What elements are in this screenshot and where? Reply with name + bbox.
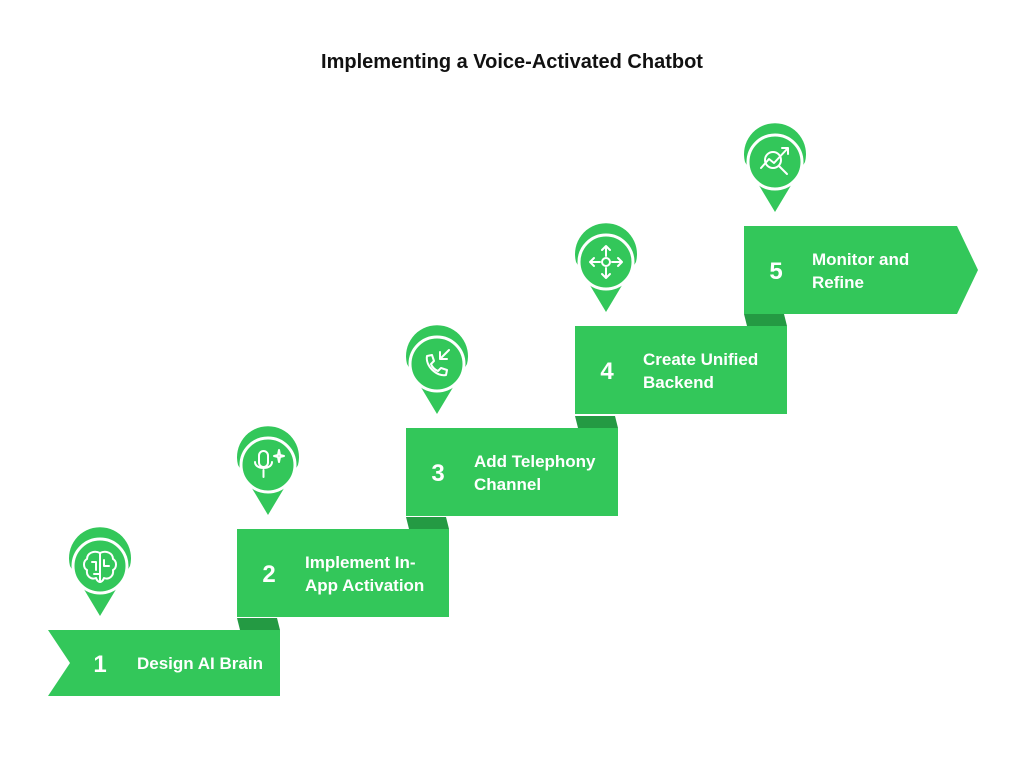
step-1-label-line-1: Design AI Brain (137, 654, 263, 673)
step-5-number: 5 (769, 258, 782, 285)
step-1: 1 Design AI Brain (48, 527, 280, 696)
step-1-fold (237, 618, 280, 630)
brain-circuit-icon (83, 550, 117, 583)
step-2-block (237, 529, 449, 617)
step-3-label: Add Telephony Channel (474, 452, 600, 494)
step-1-label: Design AI Brain (137, 654, 263, 673)
step-2-marker (236, 426, 299, 515)
central-hub-arrows-icon (589, 245, 623, 279)
step-2-label: Implement In- App Activation (305, 553, 424, 595)
step-5: 5 Monitor and Refine (744, 123, 978, 314)
step-2-number: 2 (262, 561, 275, 588)
step-3-number: 3 (431, 460, 444, 487)
step-4-marker (575, 223, 637, 312)
step-3-block (406, 428, 618, 516)
step-4-number: 4 (600, 358, 614, 385)
step-2-label-line-1: Implement In- (305, 553, 416, 572)
step-5-marker (744, 123, 806, 212)
step-3-marker-ring (408, 335, 466, 393)
step-2-fold (406, 517, 449, 529)
step-3-label-line-1: Add Telephony (474, 452, 596, 471)
step-5-label-line-1: Monitor and (812, 250, 909, 269)
microphone-sparkle-icon (254, 449, 285, 478)
step-3-fold (575, 416, 618, 428)
step-2: 2 Implement In- App Activation (236, 426, 449, 617)
step-4-label-line-1: Create Unified (643, 350, 758, 369)
step-2-label-line-2: App Activation (305, 576, 424, 595)
step-5-block (744, 226, 978, 314)
step-3-marker (406, 325, 468, 414)
incoming-phone-icon (425, 349, 450, 377)
step-3: 3 Add Telephony Channel (406, 325, 618, 516)
step-4-block (575, 326, 787, 414)
step-3-label-line-2: Channel (474, 475, 541, 494)
step-4-label: Create Unified Backend (643, 350, 763, 392)
step-4-fold (744, 314, 787, 326)
step-4-label-line-2: Backend (643, 373, 714, 392)
trend-magnifier-icon (760, 147, 789, 175)
step-4: 4 Create Unified Backend (575, 223, 787, 414)
diagram-title: Implementing a Voice-Activated Chatbot (321, 51, 703, 73)
step-1-block (48, 630, 280, 696)
step-1-marker (69, 527, 131, 616)
step-1-number: 1 (93, 651, 106, 678)
step-4-marker-ring (577, 233, 635, 291)
step-5-label: Monitor and Refine (812, 250, 914, 292)
step-5-label-line-2: Refine (812, 273, 864, 292)
